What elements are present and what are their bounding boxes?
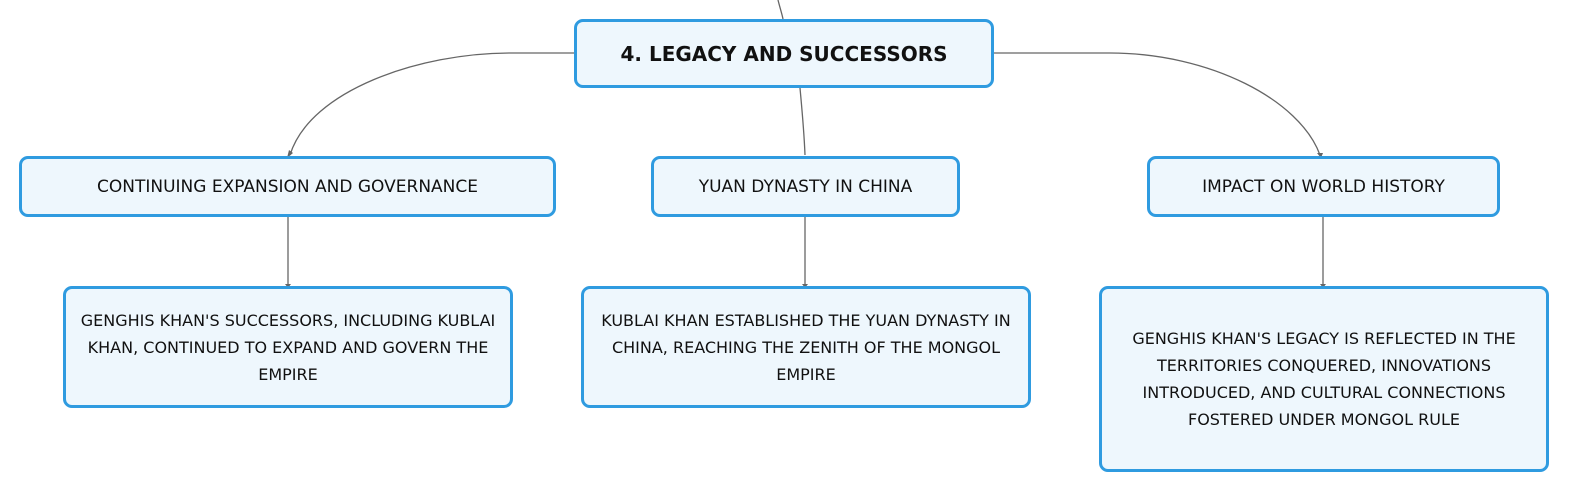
detail-topic-successors[interactable]: GENGHIS KHAN'S SUCCESSORS, INCLUDING KUB…	[63, 286, 513, 408]
detail-topic-text: GENGHIS KHAN'S LEGACY IS REFLECTED IN TH…	[1132, 329, 1516, 429]
branch-topic-label: IMPACT ON WORLD HISTORY	[1202, 176, 1445, 197]
branch-topic-yuan-dynasty[interactable]: YUAN DYNASTY IN CHINA	[651, 156, 960, 217]
branch-topic-label: YUAN DYNASTY IN CHINA	[698, 176, 913, 197]
connector-root-to-branch-1	[289, 52, 575, 156]
connector-root-to-branch-2	[799, 87, 806, 156]
incoming-connector	[777, 0, 784, 20]
detail-topic-kublai-khan[interactable]: KUBLAI KHAN ESTABLISHED THE YUAN DYNASTY…	[581, 286, 1031, 408]
detail-topic-text: GENGHIS KHAN'S SUCCESSORS, INCLUDING KUB…	[80, 310, 496, 384]
detail-topic-legacy[interactable]: GENGHIS KHAN'S LEGACY IS REFLECTED IN TH…	[1099, 286, 1549, 472]
branch-topic-impact-world-history[interactable]: IMPACT ON WORLD HISTORY	[1147, 156, 1500, 217]
detail-topic-text: KUBLAI KHAN ESTABLISHED THE YUAN DYNASTY…	[601, 310, 1011, 384]
branch-topic-continuing-expansion[interactable]: CONTINUING EXPANSION AND GOVERNANCE	[19, 156, 556, 217]
root-topic[interactable]: 4. LEGACY AND SUCCESSORS	[574, 19, 994, 88]
branch-topic-label: CONTINUING EXPANSION AND GOVERNANCE	[97, 176, 478, 197]
root-topic-label: 4. LEGACY AND SUCCESSORS	[620, 41, 948, 66]
connector-root-to-branch-3	[994, 52, 1321, 156]
